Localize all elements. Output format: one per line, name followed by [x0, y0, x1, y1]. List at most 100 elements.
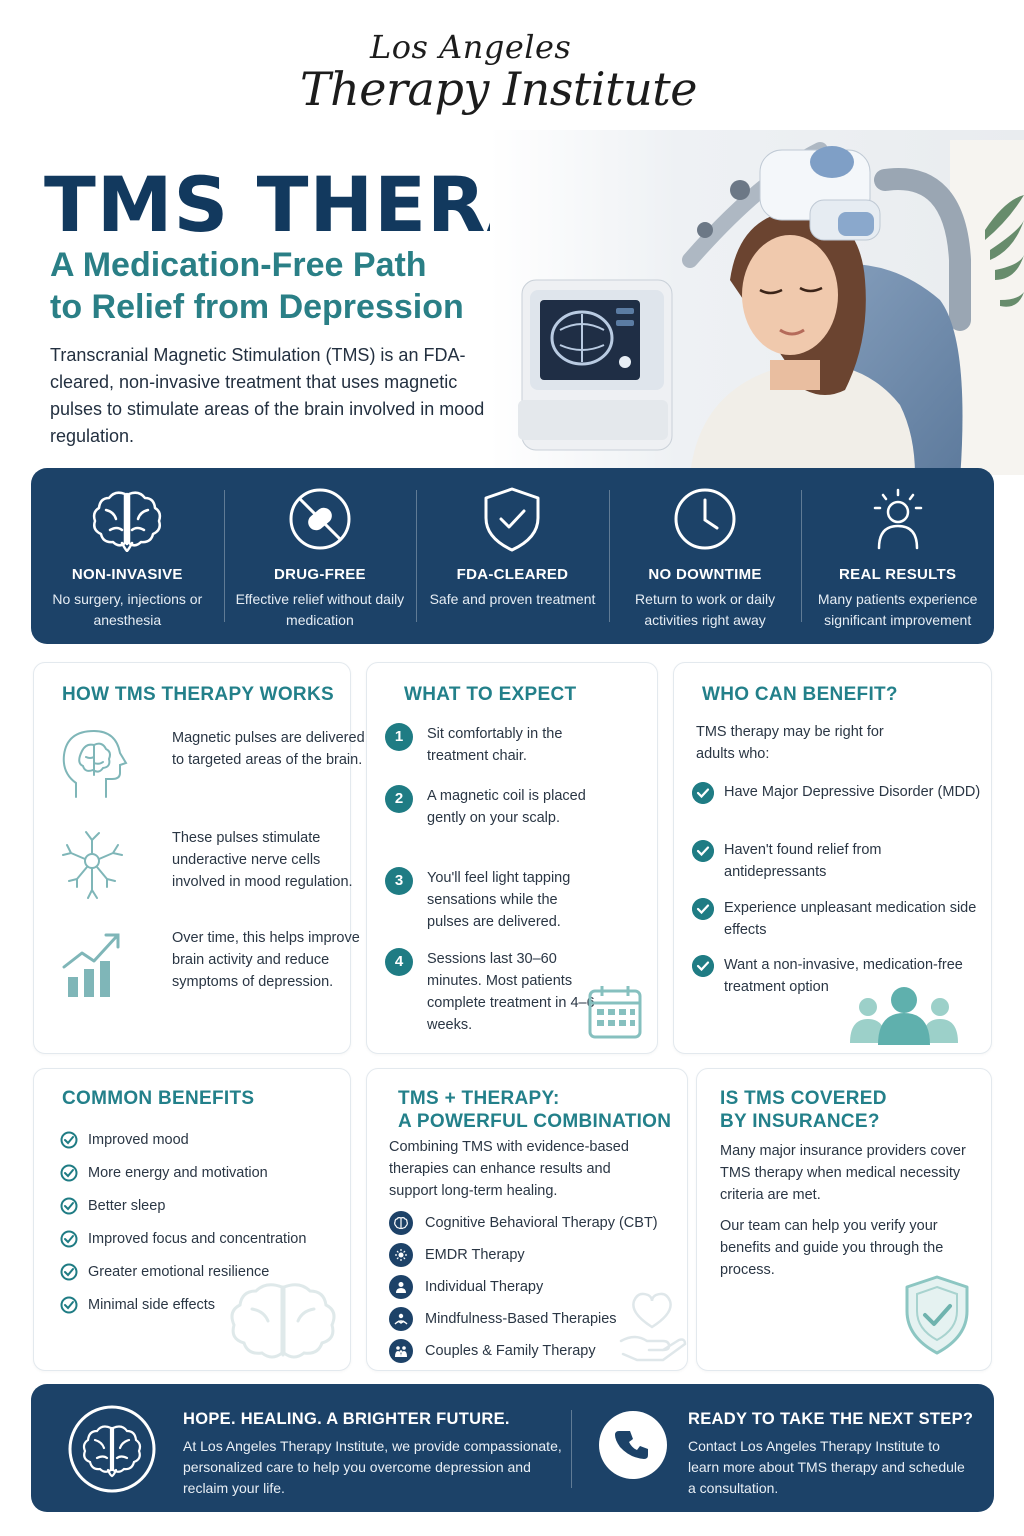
- no-pill-icon: [289, 488, 351, 550]
- who-item-text: Have Major Depressive Disorder (MDD): [724, 784, 981, 800]
- brain-icon: [389, 1211, 413, 1235]
- how-item-text: Over time, this helps improve brain acti…: [172, 930, 360, 990]
- check-circle-icon: [692, 955, 714, 977]
- check-circle-icon: [692, 840, 714, 862]
- benefit-text: Better sleep: [88, 1198, 166, 1214]
- how-item: These pulses stimulate underactive nerve…: [56, 827, 356, 917]
- check-circle-outline-icon: [60, 1230, 78, 1248]
- insurance-paragraph-1: Many major insurance providers cover TMS…: [720, 1143, 966, 1203]
- therapy-item-text: Mindfulness-Based Therapies: [425, 1311, 617, 1327]
- logo: Los Angeles Therapy Institute: [300, 18, 697, 128]
- card-who-can-benefit: WHO CAN BENEFIT? TMS therapy may be righ…: [673, 662, 992, 1054]
- benefit-text: Improved mood: [88, 1132, 189, 1148]
- step-text: A magnetic coil is placed gently on your…: [427, 788, 586, 826]
- feature-title: NON-INVASIVE: [71, 566, 183, 583]
- page-subtitle: A Medication-Free Path to Relief from De…: [50, 244, 520, 328]
- feature-desc: No surgery, injections or anesthesia: [52, 591, 203, 628]
- bottom-right-text: Contact Los Angeles Therapy Institute to…: [688, 1438, 965, 1496]
- how-item: Over time, this helps improve brain acti…: [56, 927, 360, 1017]
- hero-description: Transcranial Magnetic Stimulation (TMS) …: [50, 345, 485, 446]
- step-text: Sit comfortably in the treatment chair.: [427, 726, 563, 764]
- feature-title: FDA-CLEARED: [456, 566, 569, 583]
- feature-desc: Effective relief without daily medicatio…: [235, 591, 405, 628]
- feature-drug-free: DRUG-FREE Effective relief without daily…: [223, 468, 417, 644]
- step-number: 3: [385, 867, 413, 895]
- shield-check-icon: [484, 487, 540, 552]
- feature-title: REAL RESULTS: [839, 566, 957, 583]
- insurance-paragraph-2: Our team can help you verify your benefi…: [720, 1218, 944, 1278]
- phone-button[interactable]: [599, 1411, 667, 1479]
- eye-icon: [389, 1243, 413, 1267]
- therapy-item-text: Individual Therapy: [425, 1279, 544, 1295]
- benefit-text: More energy and motivation: [88, 1165, 268, 1181]
- feature-title: DRUG-FREE: [273, 566, 366, 583]
- feature-desc: Many patients experience significant imp…: [817, 591, 978, 628]
- hero-image-patient-tms: [490, 130, 1024, 475]
- clock-icon: [674, 488, 736, 550]
- therapy-item: Individual Therapy: [389, 1275, 543, 1299]
- brain-watermark-icon: [230, 1283, 336, 1359]
- step-number: 1: [385, 723, 413, 751]
- neuron-icon: [62, 831, 123, 899]
- card-title: WHO CAN BENEFIT?: [702, 684, 898, 705]
- feature-desc: Safe and proven treatment: [429, 591, 596, 607]
- person-icon: [389, 1275, 413, 1299]
- people-group-icon: [850, 987, 958, 1045]
- growth-chart-icon: [62, 933, 120, 997]
- feature-title: NO DOWNTIME: [648, 566, 762, 583]
- head-brain-icon: [62, 729, 128, 798]
- feature-non-invasive: NON-INVASIVE No surgery, injections or a…: [31, 468, 224, 644]
- check-circle-icon: [692, 898, 714, 920]
- card-title-line-2: BY INSURANCE?: [720, 1111, 880, 1132]
- how-item-text: These pulses stimulate underactive nerve…: [172, 830, 353, 890]
- bottom-left-title: HOPE. HEALING. A BRIGHTER FUTURE.: [183, 1410, 510, 1428]
- feature-bar: NON-INVASIVE No surgery, injections or a…: [31, 468, 994, 644]
- therapy-item: Cognitive Behavioral Therapy (CBT): [389, 1211, 658, 1235]
- card-insurance: IS TMS COVERED BY INSURANCE? Many major …: [696, 1068, 992, 1371]
- feature-no-downtime: NO DOWNTIME Return to work or daily acti…: [608, 468, 802, 644]
- logo-line-2: Therapy Institute: [300, 62, 697, 116]
- card-common-benefits: COMMON BENEFITS Improved mood More energ…: [33, 1068, 351, 1371]
- benefit-text: Minimal side effects: [88, 1297, 216, 1313]
- card-tms-therapy: TMS + THERAPY: A POWERFUL COMBINATION Co…: [366, 1068, 688, 1371]
- card-title-line-1: TMS + THERAPY:: [398, 1088, 560, 1109]
- bottom-right-title: READY TO TAKE THE NEXT STEP?: [688, 1410, 974, 1428]
- card-title: COMMON BENEFITS: [62, 1088, 255, 1109]
- therapy-item-text: Cognitive Behavioral Therapy (CBT): [425, 1215, 658, 1231]
- logo-line-1: Los Angeles: [370, 28, 572, 66]
- tms-therapy-intro: Combining TMS with evidence-based therap…: [389, 1139, 629, 1199]
- card-title: IS TMS COVERED BY INSURANCE?: [720, 1087, 887, 1133]
- check-circle-outline-icon: [60, 1296, 78, 1314]
- who-item-text: Haven't found relief from antidepressant…: [724, 842, 882, 880]
- subtitle-line-2: to Relief from Depression: [50, 288, 464, 326]
- shield-check-icon: [905, 1275, 969, 1355]
- check-circle-icon: [692, 782, 714, 804]
- phone-icon: [615, 1431, 648, 1459]
- subtitle-line-1: A Medication-Free Path: [50, 246, 427, 284]
- how-item: Magnetic pulses are delivered to targete…: [56, 727, 365, 817]
- feature-real-results: REAL RESULTS Many patients experience si…: [801, 468, 994, 644]
- benefit-item: Improved mood: [60, 1129, 189, 1151]
- brain-circle-icon: [68, 1405, 156, 1493]
- who-item-text: Experience unpleasant medication side ef…: [724, 900, 977, 938]
- brain-icon: [93, 491, 162, 552]
- benefit-item: Minimal side effects: [60, 1294, 215, 1316]
- feature-desc: Return to work or daily activities right…: [635, 591, 776, 628]
- check-circle-outline-icon: [60, 1164, 78, 1182]
- card-title: WHAT TO EXPECT: [404, 684, 577, 705]
- card-title: TMS + THERAPY: A POWERFUL COMBINATION: [398, 1087, 671, 1133]
- bottom-banner: HOPE. HEALING. A BRIGHTER FUTURE. At Los…: [31, 1384, 994, 1512]
- step-number: 4: [385, 948, 413, 976]
- benefit-text: Improved focus and concentration: [88, 1231, 307, 1247]
- family-icon: [389, 1339, 413, 1363]
- check-circle-outline-icon: [60, 1263, 78, 1281]
- bottom-left-text: At Los Angeles Therapy Institute, we pro…: [183, 1438, 562, 1496]
- check-circle-outline-icon: [60, 1197, 78, 1215]
- person-sparkle-icon: [873, 488, 922, 550]
- check-circle-outline-icon: [60, 1131, 78, 1149]
- card-how-it-works: HOW TMS THERAPY WORKS Magnetic pulses ar…: [33, 662, 365, 1054]
- step-text: You'll feel light tapping sensations whi…: [427, 870, 571, 930]
- therapy-item: Couples & Family Therapy: [389, 1339, 596, 1363]
- benefit-text: Greater emotional resilience: [88, 1264, 270, 1280]
- card-what-to-expect: WHAT TO EXPECT 1 Sit comfortably in the …: [366, 662, 658, 1054]
